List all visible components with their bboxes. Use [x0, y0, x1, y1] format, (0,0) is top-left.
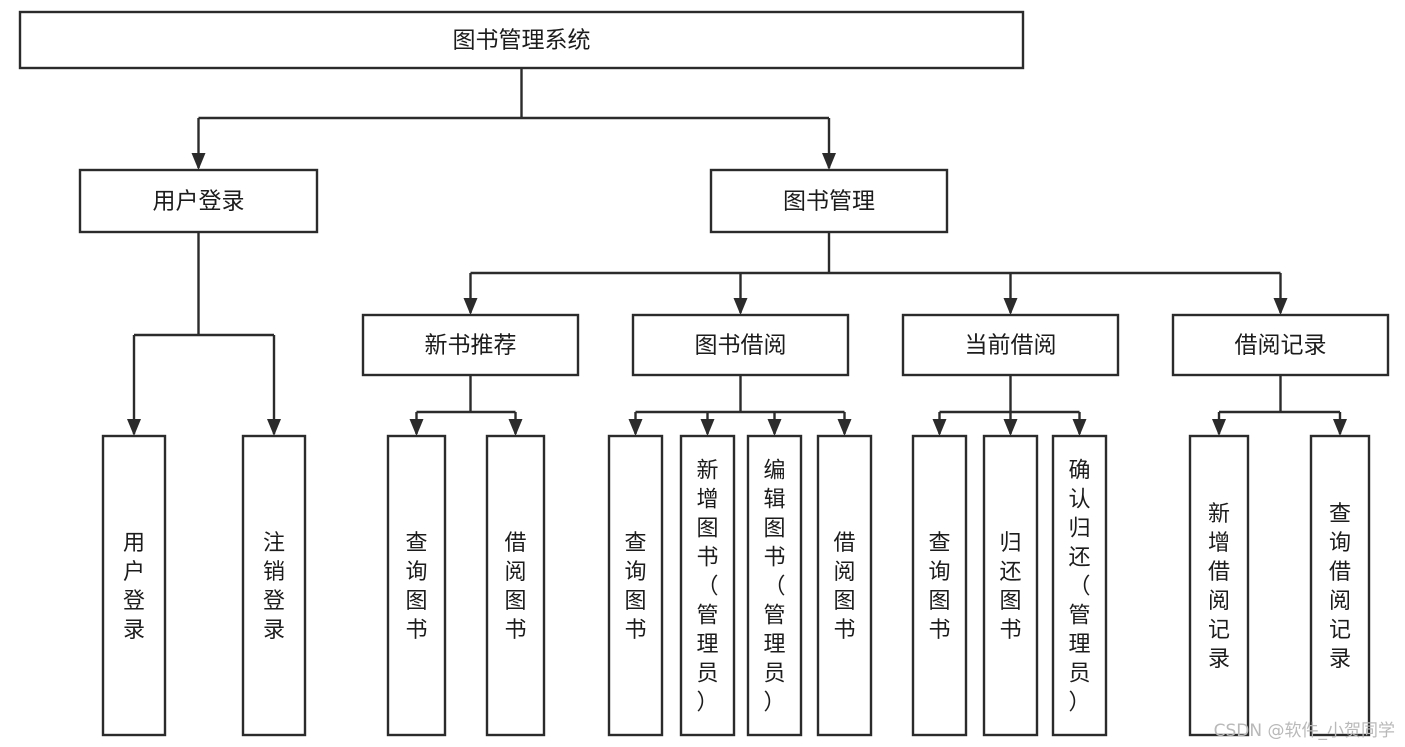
node-label: 新书推荐 [425, 333, 517, 359]
node-leaf-user-login[interactable]: 用户登录 [101, 434, 167, 737]
node-label: 查询图书 [928, 531, 950, 643]
node-label: 借阅图书 [504, 531, 526, 643]
node-label: 借阅图书 [833, 531, 855, 643]
node-leaf-query-book-1[interactable]: 查询图书 [386, 434, 447, 737]
node-leaf-borrow-book-1[interactable]: 借阅图书 [485, 434, 546, 737]
node-label: 新增借阅记录 [1208, 502, 1230, 672]
node-leaf-query-book-2[interactable]: 查询图书 [607, 434, 664, 737]
node-label: 查询图书 [624, 531, 646, 643]
node-label: 查询借阅记录 [1329, 502, 1351, 672]
node-leaf-query-book-3[interactable]: 查询图书 [911, 434, 968, 737]
node-borrow-record[interactable]: 借阅记录 [1171, 313, 1390, 377]
node-boxes: 图书管理系统用户登录图书管理新书推荐图书借阅当前借阅借阅记录用户登录注销登录查询… [18, 10, 1390, 737]
node-leaf-user-logout[interactable]: 注销登录 [241, 434, 307, 737]
node-label: 图书管理系统 [453, 28, 591, 54]
node-label: 编辑图书（管理员） [763, 459, 785, 716]
node-label: 当前借阅 [965, 333, 1057, 359]
node-label: 图书管理 [783, 189, 875, 215]
connector-lines [127, 68, 1347, 436]
node-new-book-recommend[interactable]: 新书推荐 [361, 313, 580, 377]
node-leaf-edit-book[interactable]: 编辑图书（管理员） [746, 434, 803, 737]
node-root-图书管理系统[interactable]: 图书管理系统 [18, 10, 1025, 70]
node-label: 确认归还（管理员） [1068, 459, 1090, 716]
watermark-label: CSDN @软件_小贺同学 [1213, 721, 1395, 741]
node-leaf-query-record[interactable]: 查询借阅记录 [1309, 434, 1371, 737]
node-leaf-add-record[interactable]: 新增借阅记录 [1188, 434, 1250, 737]
node-leaf-borrow-book-2[interactable]: 借阅图书 [816, 434, 873, 737]
node-current-borrow[interactable]: 当前借阅 [901, 313, 1120, 377]
node-label: 借阅记录 [1235, 333, 1327, 359]
node-label: 新增图书（管理员） [696, 459, 718, 716]
node-user-login[interactable]: 用户登录 [78, 168, 319, 234]
node-label: 用户登录 [123, 531, 145, 643]
node-label: 归还图书 [999, 531, 1021, 643]
node-label: 查询图书 [405, 531, 427, 643]
node-leaf-return-book[interactable]: 归还图书 [982, 434, 1039, 737]
node-label: 用户登录 [153, 189, 245, 215]
node-label: 图书借阅 [695, 333, 787, 359]
node-book-manage[interactable]: 图书管理 [709, 168, 949, 234]
node-book-borrow[interactable]: 图书借阅 [631, 313, 850, 377]
node-leaf-add-book[interactable]: 新增图书（管理员） [679, 434, 736, 737]
node-leaf-confirm-return[interactable]: 确认归还（管理员） [1051, 434, 1108, 737]
node-label: 注销登录 [263, 531, 285, 643]
